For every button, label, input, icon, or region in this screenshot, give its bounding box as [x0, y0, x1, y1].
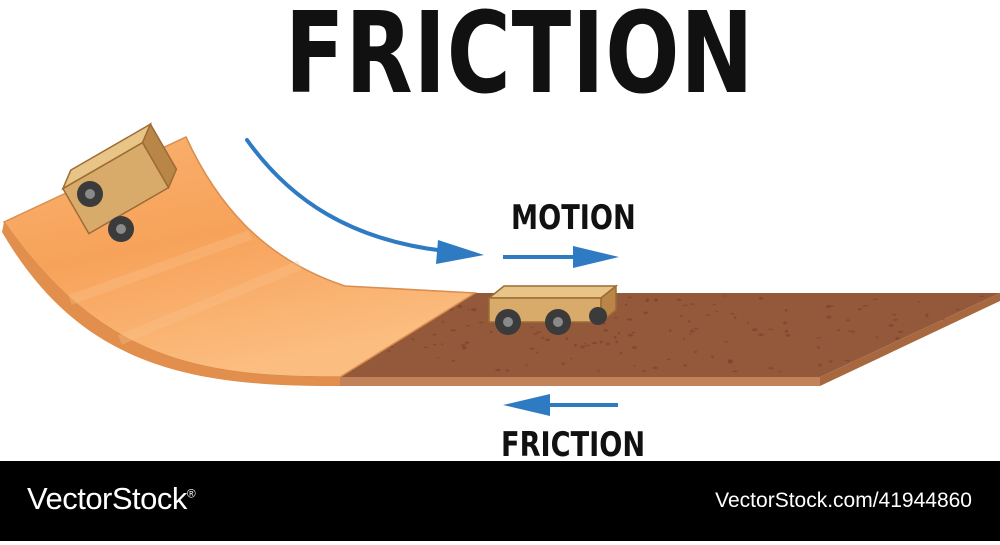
friction-arrow-icon: [503, 394, 618, 416]
wooden-block-on-ground: [486, 284, 619, 335]
wooden-block-on-ramp: [61, 122, 178, 235]
motion-label: MOTION: [511, 198, 636, 238]
vectorstock-logo: VectorStock®: [27, 481, 196, 517]
motion-arrow-icon: [503, 246, 619, 268]
brand-name: VectorStock: [27, 481, 187, 516]
registered-mark: ®: [186, 486, 196, 501]
friction-label: FRICTION: [501, 425, 646, 465]
curved-arrow-icon: [245, 138, 484, 264]
watermark-footer: VectorStock® VectorStock.com/41944860: [0, 461, 1000, 541]
stock-id: VectorStock.com/41944860: [715, 489, 972, 512]
ramp-block-wheels: [77, 181, 134, 242]
page-title: FRICTION: [284, 0, 755, 119]
